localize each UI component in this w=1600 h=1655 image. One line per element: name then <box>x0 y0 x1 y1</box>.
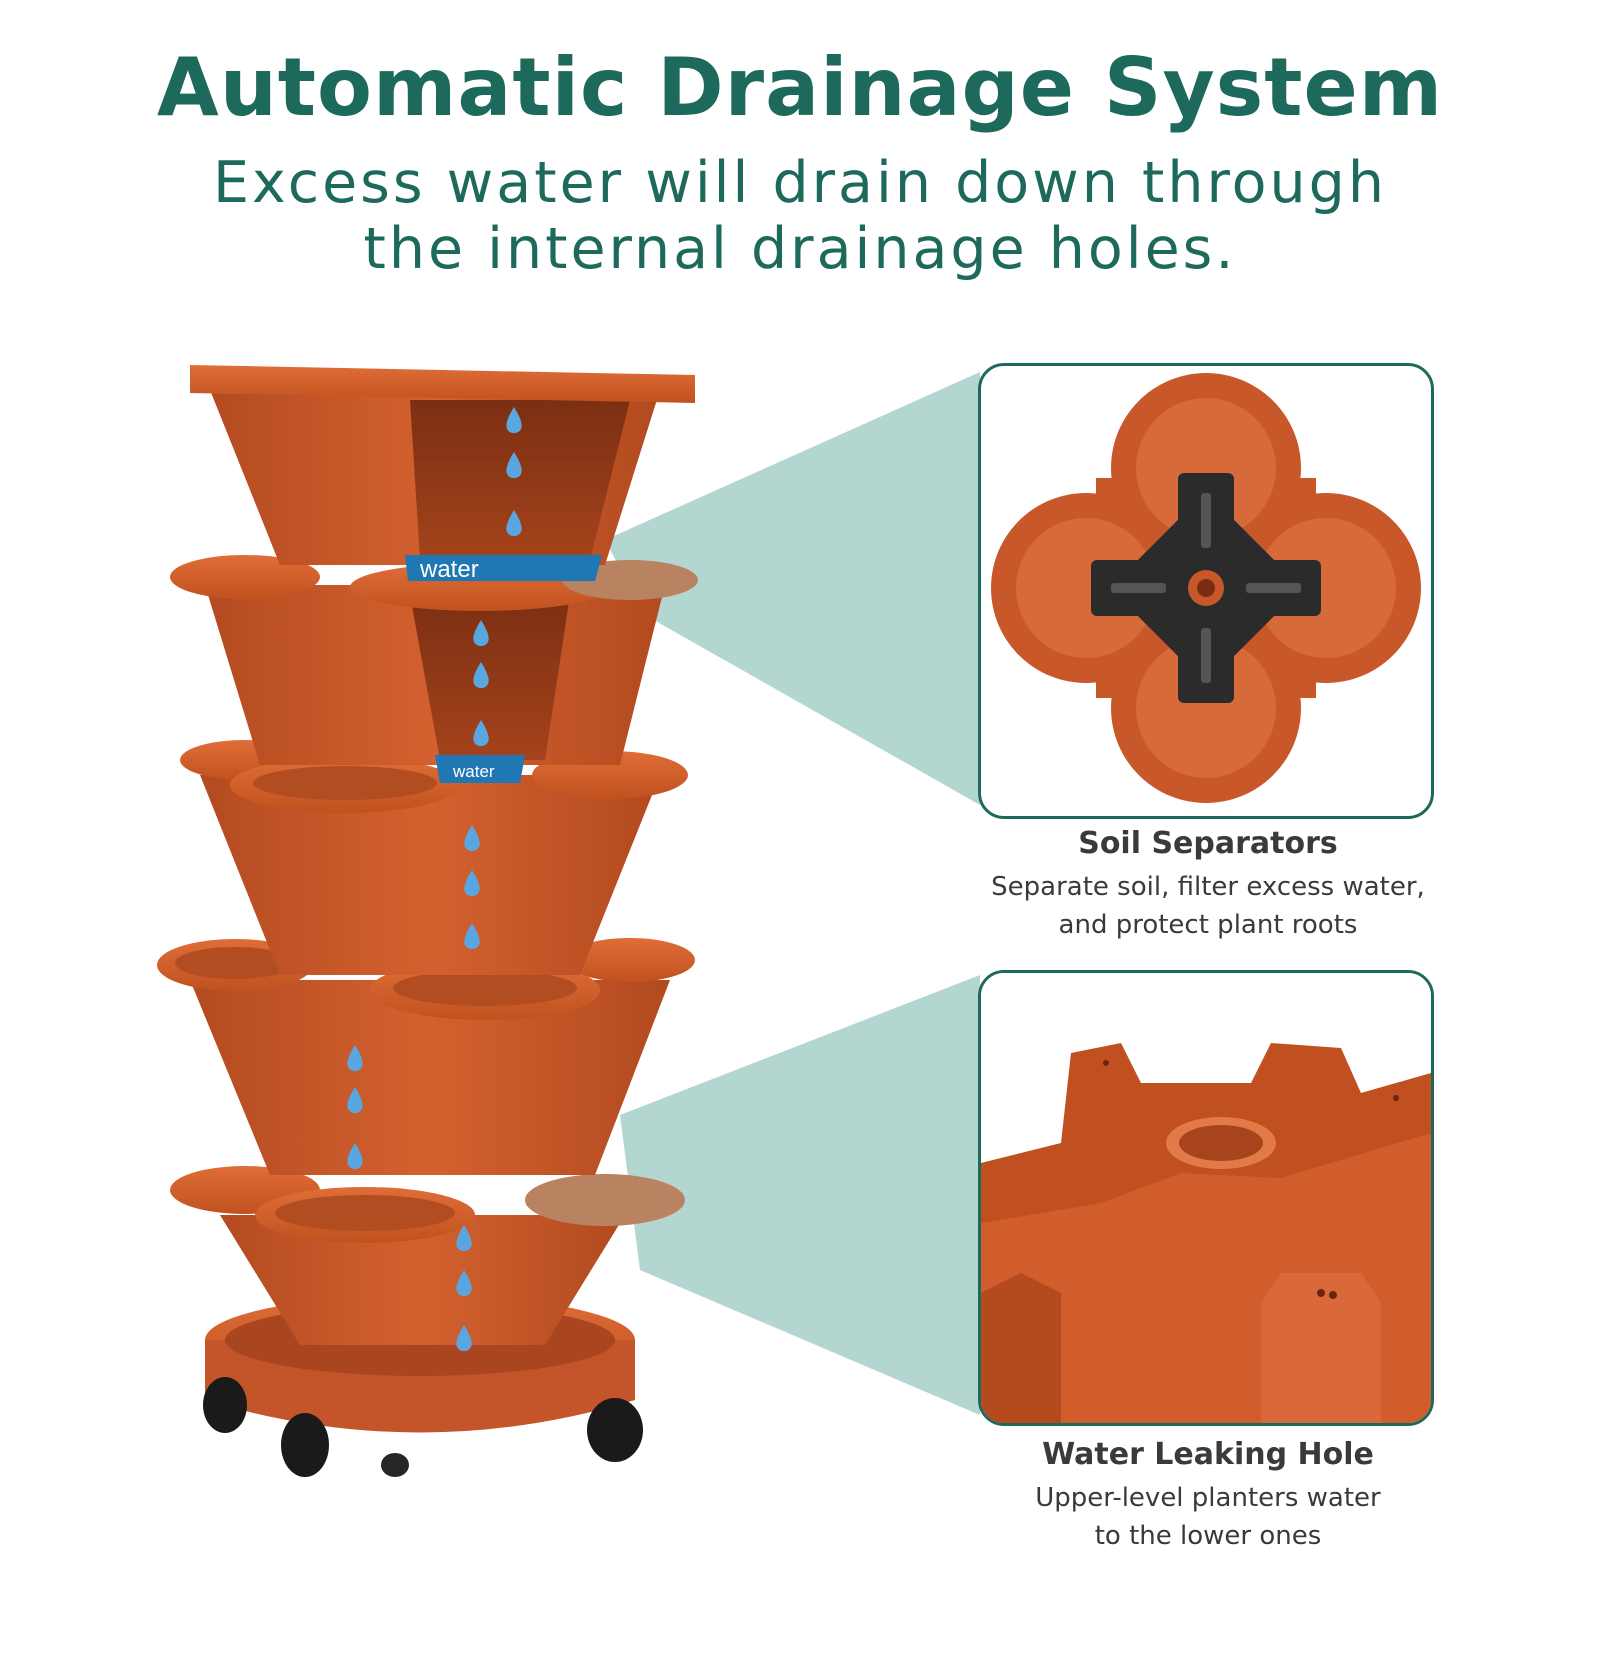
callout-wedges <box>605 372 980 1415</box>
water-drop <box>347 1143 363 1170</box>
water-drop <box>464 923 480 950</box>
infographic: water water Automatic Drainage System <box>0 41 1600 1552</box>
feature-2-title: Water Leaking Hole <box>1042 1437 1374 1472</box>
page-subtitle: Excess water will drain down through the… <box>0 150 1600 282</box>
water-drops <box>347 407 522 1352</box>
subtitle-line-1: Excess water will drain down through <box>213 150 1387 216</box>
water-drop <box>473 720 489 747</box>
water-drop <box>456 1225 472 1252</box>
planter-tier-2 <box>170 555 698 765</box>
water-drop <box>464 825 480 852</box>
feature-2-description: Upper-level planters water to the lower … <box>1035 1483 1381 1551</box>
water-drop <box>347 1087 363 1114</box>
water-drop <box>506 452 522 479</box>
feature-1-description: Separate soil, filter excess water, and … <box>991 872 1425 940</box>
callout-wedge-bottom <box>620 975 980 1415</box>
water-drop <box>464 870 480 897</box>
water-drop <box>506 407 522 434</box>
page-title: Automatic Drainage System <box>156 41 1444 134</box>
callout-wedge-top <box>605 372 980 805</box>
planter-tier-1 <box>190 365 695 565</box>
soil-separator-illustration <box>991 373 1421 803</box>
water-drop <box>456 1325 472 1352</box>
caster-wheels <box>203 1377 643 1477</box>
water-drop <box>473 662 489 689</box>
water-drop <box>473 620 489 647</box>
water-level-mid: water <box>435 755 525 783</box>
water-label-top: water <box>419 556 479 583</box>
leaking-hole-illustration <box>981 973 1431 1423</box>
feature-1-title: Soil Separators <box>1078 826 1338 861</box>
soil-separator-photo <box>978 363 1434 819</box>
water-drop <box>347 1045 363 1072</box>
planter-tier-3 <box>180 740 688 975</box>
water-leaking-hole-photo <box>978 970 1434 1426</box>
water-label-mid: water <box>452 762 495 781</box>
water-drop <box>506 510 522 537</box>
planter-tower-illustration: water water <box>157 365 698 1477</box>
water-drop <box>456 1270 472 1297</box>
planter-tier-5 <box>170 1166 685 1345</box>
subtitle-line-2: the internal drainage holes. <box>363 216 1237 282</box>
water-level-top: water <box>405 555 602 583</box>
